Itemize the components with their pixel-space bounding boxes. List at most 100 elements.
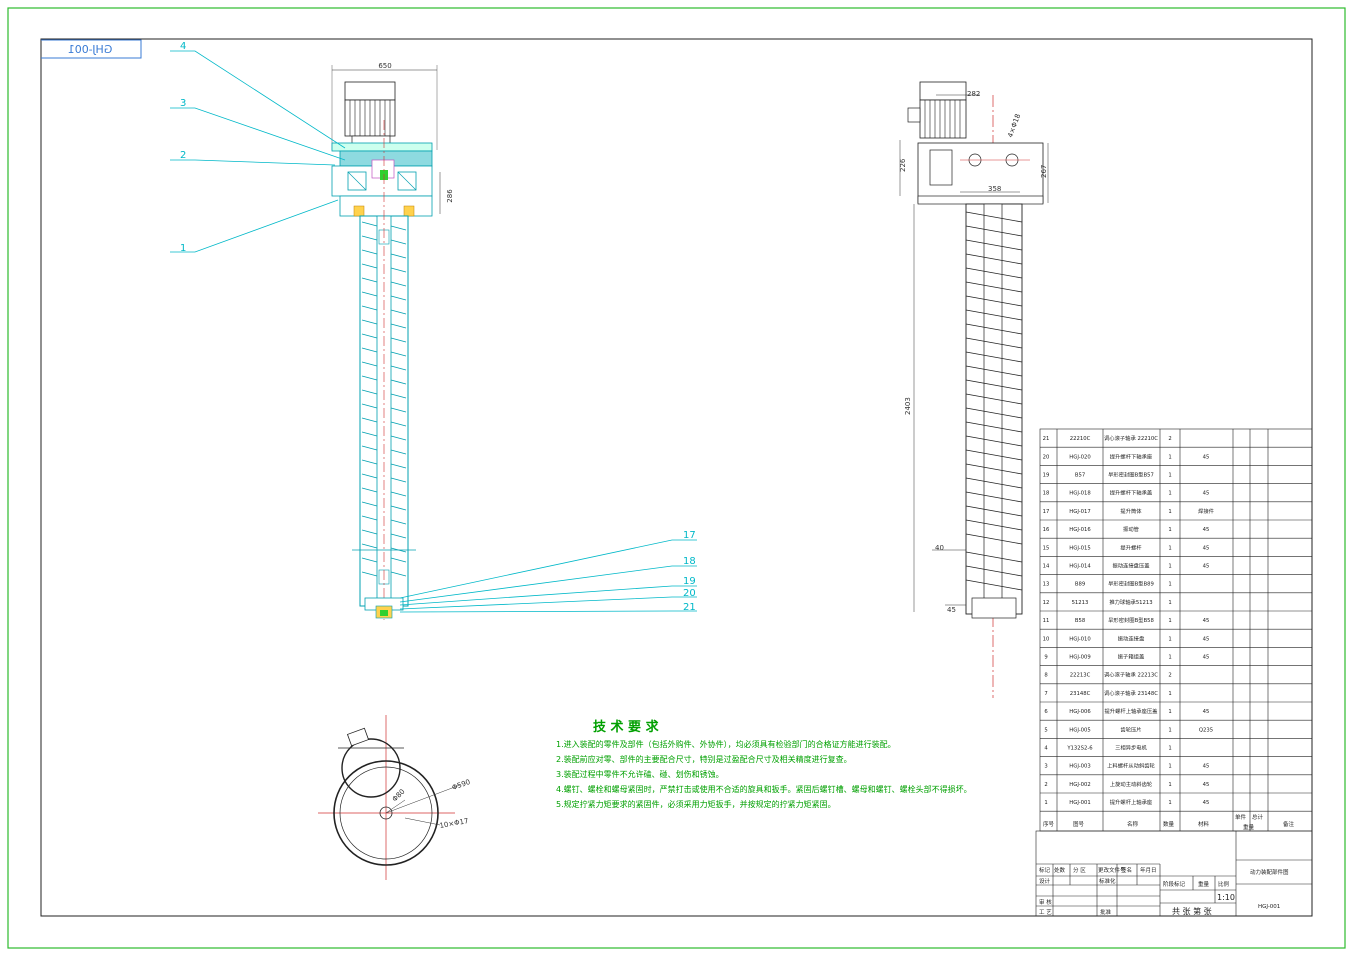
bom-cell-no: 3 — [1044, 764, 1047, 770]
dim-80: Φ80 — [391, 788, 407, 804]
bom-cell-mat: 45 — [1203, 491, 1210, 497]
front-view: 650 286 — [331, 62, 454, 620]
balloon-20: 20 — [683, 588, 696, 599]
balloon-19: 19 — [683, 576, 696, 587]
svg-text:比例: 比例 — [1218, 880, 1230, 888]
svg-text:GHJ-001: GHJ-001 — [68, 43, 113, 56]
bom-cell-qty: 1 — [1168, 764, 1171, 770]
tech-item-5: 5.规定拧紧力矩要求的紧固件，必须采用力矩扳手，并按规定的拧紧力矩紧固。 — [556, 799, 836, 809]
balloon-2: 2 — [180, 150, 186, 161]
bom-cell-name: 提升筒体 — [1120, 507, 1142, 515]
scale-value: 1:10 — [1217, 893, 1235, 902]
bom-cell-code: HGJ-015 — [1069, 545, 1090, 551]
bom-cell-mat: 45 — [1203, 636, 1210, 642]
bom-cell-no: 14 — [1043, 564, 1050, 570]
bom-cell-no: 11 — [1043, 618, 1050, 624]
dim-45: 45 — [947, 606, 956, 614]
bom-cell-code: B58 — [1075, 618, 1086, 624]
bom-cell-name: 提升螺杆上轴承座 — [1110, 798, 1153, 806]
bom-cell-qty: 1 — [1168, 491, 1171, 497]
svg-text:更改文件号: 更改文件号 — [1098, 866, 1126, 874]
bom-cell-no: 7 — [1044, 691, 1047, 697]
svg-text:处数: 处数 — [1054, 866, 1066, 874]
bom-cell-name: 振动管 — [1123, 525, 1139, 533]
bom-cell-name: 齿轮压片 — [1120, 725, 1141, 733]
svg-text:工 艺: 工 艺 — [1039, 909, 1052, 916]
bom-cell-name: 振子箱组盖 — [1118, 653, 1145, 661]
bom-cell-name: 调心滚子轴承 22213C — [1104, 671, 1158, 679]
bom-cell-mat: 45 — [1203, 764, 1210, 770]
bom-cell-no: 20 — [1043, 454, 1050, 460]
bom-cell-name: 三相异步电机 — [1115, 744, 1147, 752]
svg-text:重量: 重量 — [1198, 880, 1210, 888]
bom-cell-no: 13 — [1043, 582, 1050, 588]
balloon-17: 17 — [683, 530, 696, 541]
svg-text:名称: 名称 — [1127, 820, 1139, 828]
tech-item-1: 1.进入装配的零件及部件（包括外购件、外协件），均必须具有检验部门的合格证方能进… — [556, 739, 896, 749]
dim-267: 267 — [1040, 165, 1048, 178]
bom-cell-name: 提升螺杆上轴承座压盖 — [1105, 707, 1159, 715]
bom-cell-code: B57 — [1075, 473, 1085, 479]
bom-cell-code: HGJ-018 — [1069, 491, 1091, 497]
dim-4x18: 4×Φ18 — [1006, 113, 1022, 139]
svg-text:重量: 重量 — [1243, 823, 1255, 831]
bom-cell-name: 旱形密封圈B型B57 — [1108, 471, 1154, 479]
bom-cell-mat: 45 — [1203, 527, 1210, 533]
bom-cell-qty: 1 — [1168, 727, 1171, 733]
bom-cell-no: 6 — [1044, 709, 1048, 715]
bom-cell-code: 23148C — [1070, 691, 1091, 697]
bom-cell-no: 21 — [1043, 436, 1050, 442]
bom-cell-mat: 焊接件 — [1198, 507, 1215, 515]
balloon-18: 18 — [683, 556, 696, 567]
bom-cell-mat: 45 — [1203, 564, 1210, 570]
dim-358: 358 — [988, 185, 1001, 193]
bom-cell-mat: 45 — [1203, 454, 1210, 460]
dim-286: 286 — [446, 189, 454, 203]
svg-text:单件: 单件 — [1235, 813, 1247, 821]
bom-row-lines — [1040, 446, 1312, 812]
bom-cell-no: 4 — [1044, 746, 1048, 752]
bom-cell-name: 调心滚子轴承 23148C — [1104, 689, 1158, 697]
bom-cell-no: 15 — [1043, 545, 1050, 551]
bom-cell-name: 提升螺杆 — [1120, 543, 1142, 551]
bom-cell-code: HGJ-009 — [1069, 655, 1090, 661]
bom-cell-name: 旱形密封圈B型B58 — [1108, 616, 1154, 624]
drawing-code: HGJ-001 — [1258, 904, 1280, 910]
bom-cell-qty: 1 — [1168, 800, 1171, 806]
bom-cell-code: 22210C — [1070, 436, 1091, 442]
dim-40: 40 — [935, 544, 944, 552]
dim-590: Φ590 — [451, 778, 471, 792]
svg-text:标记: 标记 — [1039, 866, 1051, 874]
svg-text:阶段标记: 阶段标记 — [1163, 880, 1186, 888]
dim-282: 282 — [967, 90, 980, 98]
bom-cell-name: 旱形密封圈B型B89 — [1108, 580, 1154, 588]
tech-item-3: 3.装配过程中零件不允许磕、碰、划伤和锈蚀。 — [556, 769, 724, 779]
bom-cell-qty: 1 — [1168, 746, 1171, 752]
balloon-1: 1 — [180, 243, 186, 254]
dim-10x17: 10×Φ17 — [439, 817, 469, 830]
balloon-4: 4 — [180, 41, 186, 52]
bom-cell-code: 22213C — [1070, 673, 1091, 679]
svg-text:备注: 备注 — [1283, 820, 1295, 828]
side-view: 282 4×Φ18 226 267 358 2403 40 45 — [899, 81, 1049, 698]
balloon-21: 21 — [683, 602, 696, 613]
bom-cell-qty: 1 — [1168, 454, 1171, 460]
bom-cell-qty: 2 — [1168, 673, 1171, 679]
bom-cell-code: HGJ-003 — [1069, 764, 1090, 770]
bom-cell-no: 8 — [1044, 673, 1048, 679]
bom-cell-no: 12 — [1043, 600, 1050, 606]
svg-text:标准化: 标准化 — [1099, 877, 1116, 885]
balloon-3: 3 — [180, 98, 186, 109]
bom-cell-name: 调心滚子轴承 22210C — [1104, 434, 1158, 442]
